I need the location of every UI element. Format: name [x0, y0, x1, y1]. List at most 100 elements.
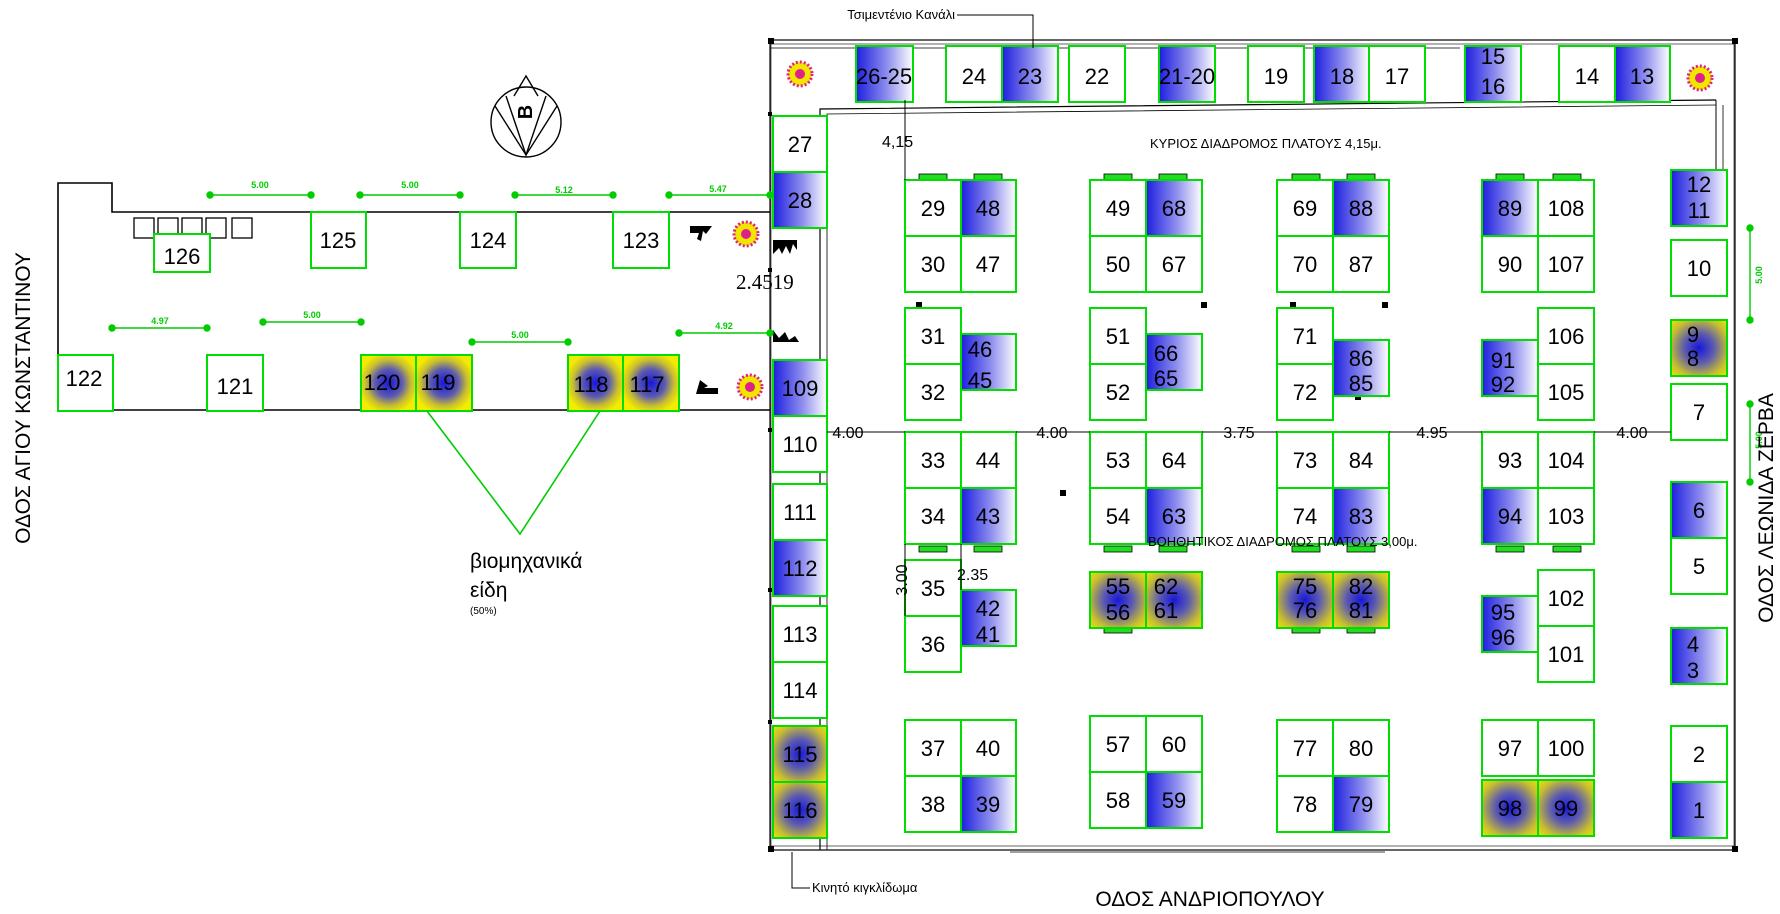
booth — [1089, 307, 1147, 365]
booth-number: 12 — [1687, 172, 1711, 197]
booth-number: 39 — [976, 792, 1000, 817]
booth — [1614, 45, 1671, 103]
booth-number: 82 — [1349, 574, 1373, 599]
booth-number: 116 — [782, 798, 817, 823]
booth — [945, 45, 1003, 103]
booth — [1670, 239, 1728, 297]
booth-number: 9 — [1687, 322, 1699, 347]
booth — [960, 719, 1017, 777]
booth-number: 30 — [921, 252, 945, 277]
booth-number: 94 — [1498, 504, 1522, 529]
booth-number: 18 — [1330, 64, 1354, 89]
booth — [1558, 45, 1616, 103]
aux-corridor-label: ΒΟΗΘΗΤΙΚΟΣ ΔΙΑΔΡΟΜΟΣ ΠΛΑΤΟΥΣ 3,00μ. — [1148, 534, 1417, 549]
booth — [1332, 431, 1390, 489]
booth-highlight — [622, 354, 680, 412]
booth-number: 108 — [1548, 196, 1585, 221]
entrance-width-label: 2.4519 — [736, 270, 794, 294]
booth — [1276, 487, 1334, 545]
booth — [772, 781, 828, 839]
booth-number: 110 — [782, 432, 817, 457]
booth-number: 62 — [1154, 574, 1178, 599]
booth-number: 89 — [1498, 196, 1522, 221]
booth-number: 52 — [1106, 380, 1130, 405]
booth-number: 35 — [921, 576, 945, 601]
booth — [1145, 571, 1203, 629]
booth — [960, 775, 1017, 833]
booth-number: 6 — [1693, 498, 1705, 523]
booth — [904, 615, 962, 673]
booth-number: 126 — [164, 244, 201, 269]
booth — [1332, 487, 1390, 545]
booth-number: 92 — [1491, 372, 1515, 397]
industrial-pointer — [426, 410, 601, 536]
dimension-value: 4.97 — [151, 316, 169, 326]
industrial-pct: (50%) — [470, 606, 497, 617]
booth — [1670, 537, 1728, 595]
booth-number: 106 — [1548, 324, 1585, 349]
booth — [1537, 779, 1595, 837]
booth — [772, 115, 828, 173]
booth-number: 22 — [1085, 64, 1109, 89]
booth-number: 99 — [1554, 796, 1578, 821]
booth — [1670, 383, 1728, 441]
booth-number: 115 — [782, 742, 817, 767]
booth — [459, 211, 517, 269]
booth-number: 98 — [1498, 796, 1522, 821]
booth-number: 46 — [968, 337, 992, 362]
gap-5: 4.00 — [1616, 425, 1647, 442]
booth — [1368, 45, 1426, 103]
booth — [1145, 715, 1203, 773]
booth — [1089, 363, 1147, 421]
booth — [206, 354, 264, 412]
booth — [1145, 333, 1203, 391]
booth-number: 105 — [1548, 380, 1585, 405]
booth-number: 13 — [1630, 64, 1654, 89]
booth-number: 16 — [1481, 74, 1505, 99]
booth — [960, 589, 1017, 647]
annex-small-squares — [133, 217, 253, 239]
booth-number: 32 — [921, 380, 945, 405]
booth-number: 77 — [1293, 736, 1317, 761]
booth-number: 48 — [976, 196, 1000, 221]
booth-number: 74 — [1293, 504, 1317, 529]
booth-number: 31 — [921, 324, 945, 349]
booth — [1481, 235, 1539, 293]
dimension-value: 5.00 — [1754, 266, 1764, 284]
booth — [1145, 179, 1203, 237]
booth-number: 24 — [962, 64, 986, 89]
booth-number: 5 — [1693, 554, 1705, 579]
booth — [1332, 339, 1390, 397]
compass-icon — [490, 74, 562, 158]
booth-number: 78 — [1293, 792, 1317, 817]
booth-highlight — [567, 354, 624, 412]
booth-numbers: 126 125 124 123 122 121 120 119 118 117 … — [66, 44, 1712, 823]
booth — [960, 179, 1017, 237]
canal-label: Τσιμεντένιο Κανάλι — [847, 7, 955, 22]
booth — [1276, 775, 1334, 833]
main-width-label: 4,15 — [882, 134, 913, 151]
booth — [904, 235, 962, 293]
booth — [1089, 431, 1147, 489]
booth-number: 21-20 — [1159, 64, 1215, 89]
booth — [1670, 781, 1728, 839]
booth-number: 102 — [1548, 586, 1585, 611]
booth-number: 14 — [1575, 64, 1599, 89]
booth-number: 1 — [1693, 798, 1705, 823]
booth-number: 2 — [1693, 742, 1705, 767]
street-west: ΟΔΟΣ ΑΓΙΟΥ ΚΩΝΣΤΑΝΤΙΝΟΥ — [12, 252, 35, 544]
booth — [1537, 235, 1595, 293]
dimension-value: 5.12 — [555, 185, 573, 195]
booth — [1537, 625, 1595, 683]
booth-number: 84 — [1349, 448, 1373, 473]
booth — [960, 235, 1017, 293]
booth-number: 96 — [1491, 625, 1515, 650]
dimension-value: 5.00 — [401, 180, 419, 190]
booth-number: 63 — [1162, 504, 1186, 529]
booth — [1670, 319, 1728, 377]
booth-number: 125 — [320, 228, 357, 253]
booth — [1068, 45, 1126, 103]
booth — [310, 211, 367, 269]
annex-building — [57, 182, 770, 411]
